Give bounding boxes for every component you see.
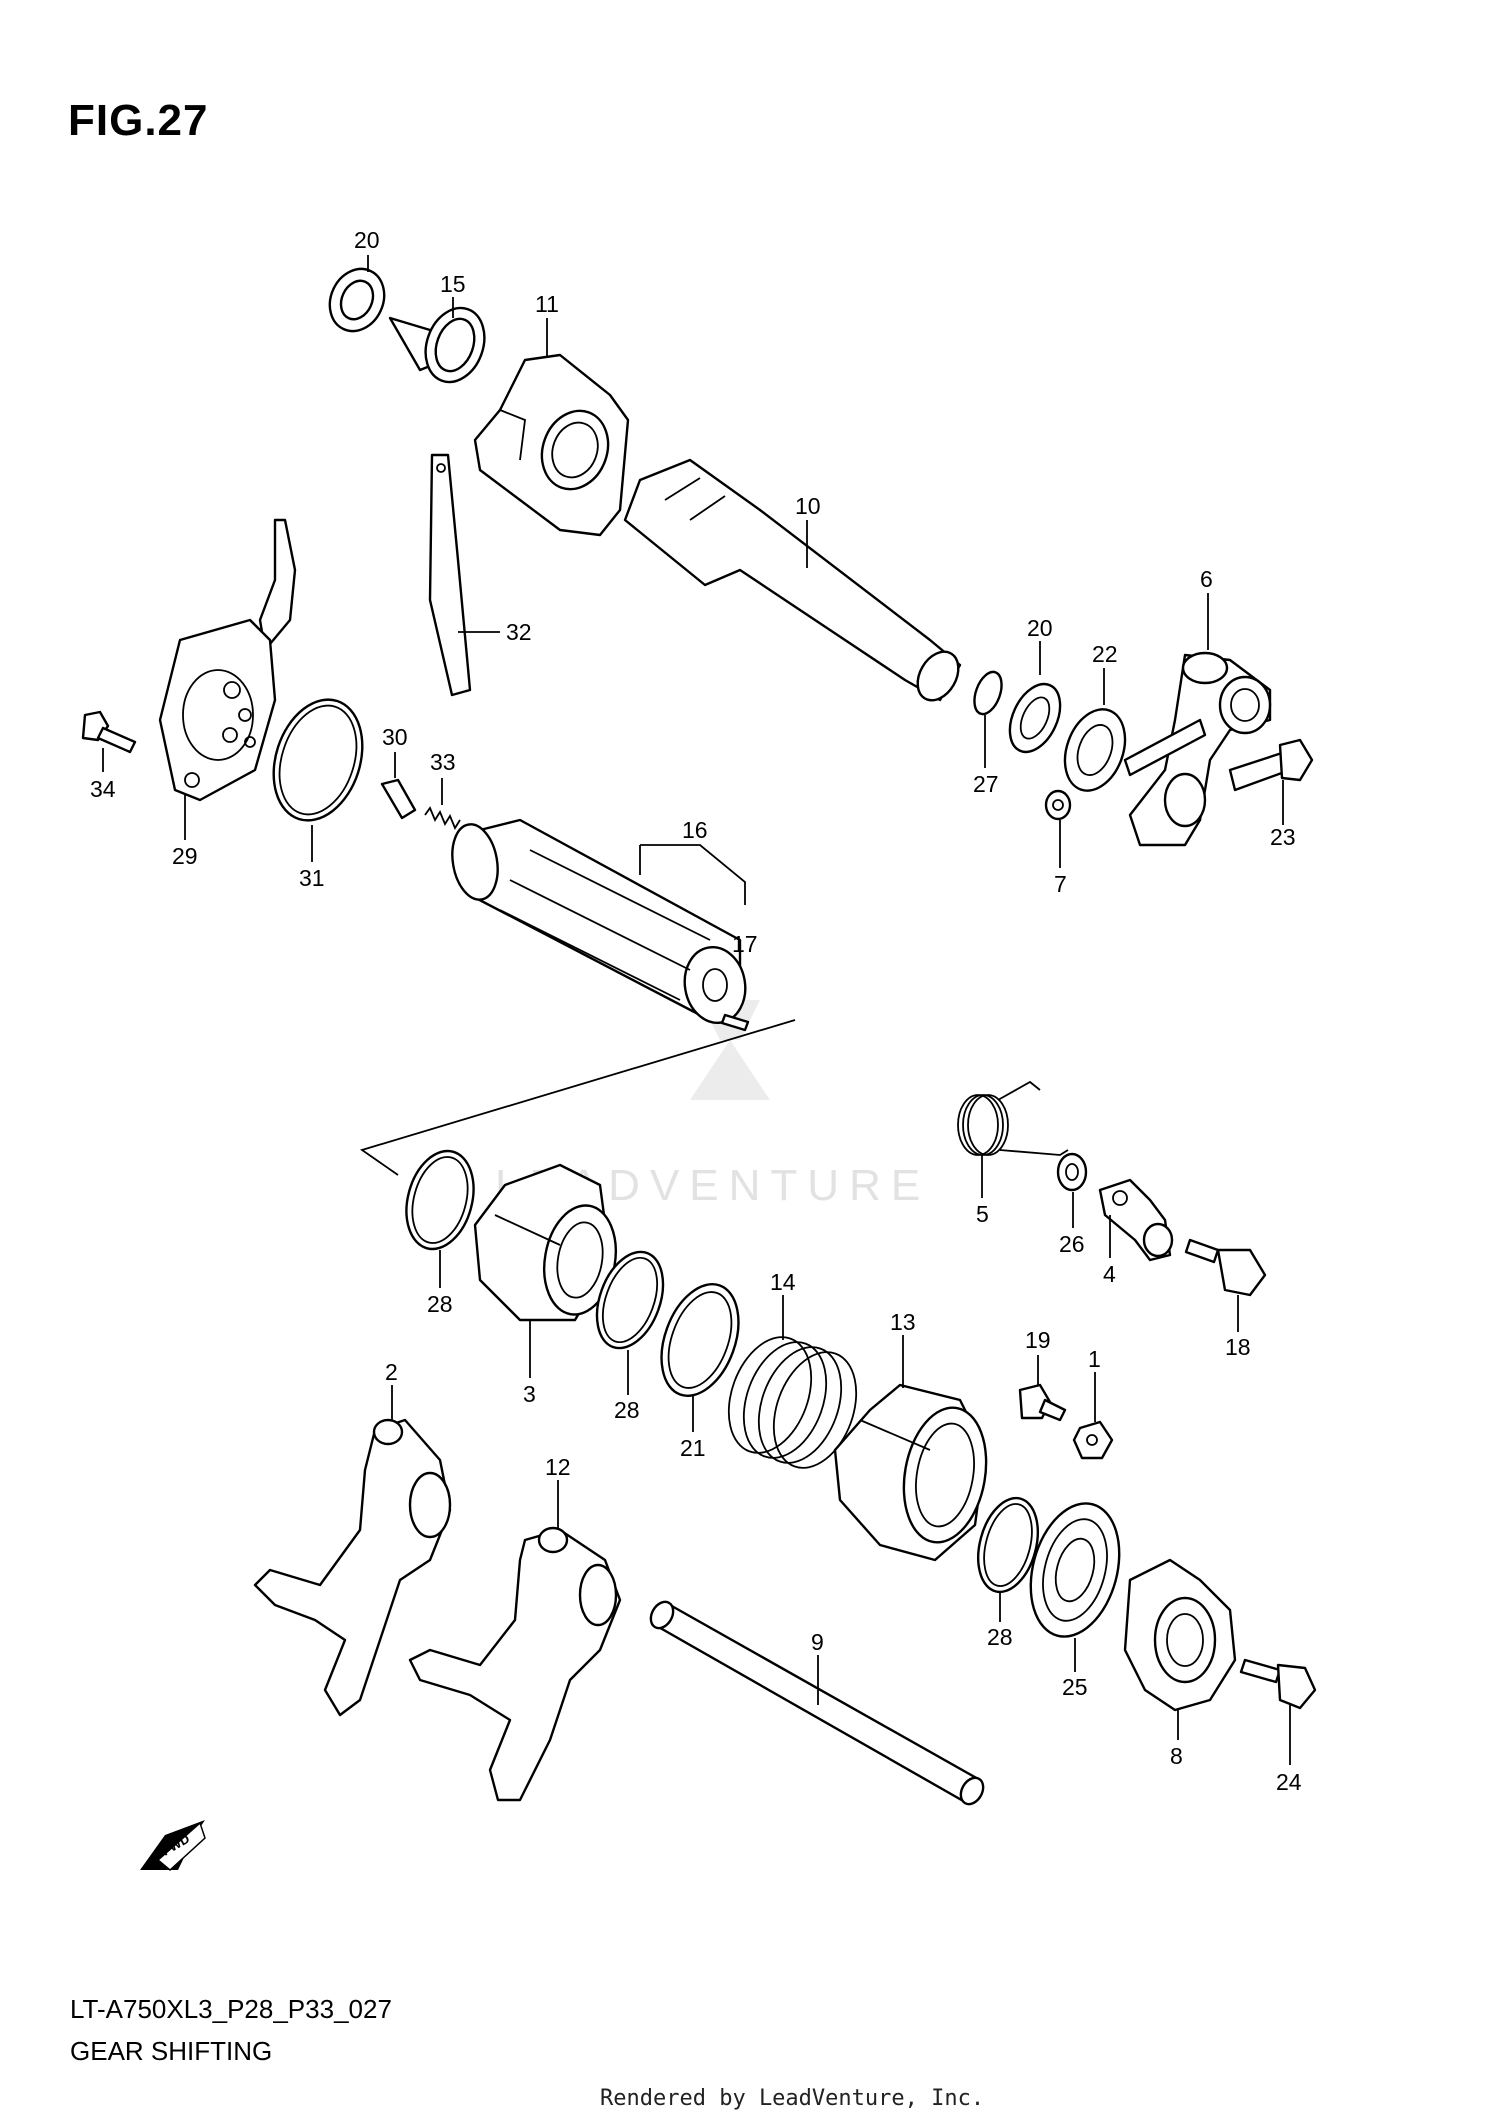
- part-18-bolt[interactable]: [1184, 1238, 1267, 1297]
- callout-labels: 20 15 11 10 32 6 20 22 27 7 23 34 29 31 …: [90, 227, 1302, 1795]
- part-33-spring[interactable]: [424, 806, 461, 830]
- part-32-clip[interactable]: [428, 453, 472, 697]
- callout-8: 8: [1170, 1743, 1183, 1769]
- part-10-gearshift-shaft[interactable]: [623, 458, 967, 708]
- part-21-washer[interactable]: [647, 1274, 752, 1407]
- callout-21: 21: [680, 1435, 706, 1461]
- rendered-by-credit: Rendered by LeadVenture, Inc.: [600, 2086, 985, 2111]
- fwd-arrow-icon: FWD: [140, 1820, 206, 1871]
- part-20-washer-upper[interactable]: [320, 260, 394, 340]
- callout-5: 5: [976, 1201, 989, 1227]
- callout-17: 17: [732, 931, 758, 957]
- callout-10: 10: [795, 493, 821, 519]
- callout-6: 6: [1200, 566, 1213, 592]
- part-19-screw[interactable]: [1018, 1383, 1067, 1422]
- part-26-washer[interactable]: [1056, 1152, 1088, 1192]
- callout-3: 3: [523, 1381, 536, 1407]
- part-13-cam-driven-gear[interactable]: [833, 1383, 996, 1562]
- callout-28-a: 28: [427, 1291, 453, 1317]
- leader-lines: [102, 255, 1291, 1765]
- callout-2: 2: [385, 1359, 398, 1385]
- callout-30: 30: [382, 724, 408, 750]
- part-17-pin[interactable]: [720, 1013, 750, 1032]
- callout-29: 29: [172, 843, 198, 869]
- callout-15: 15: [440, 271, 466, 297]
- callout-33: 33: [430, 749, 456, 775]
- callout-20-upper: 20: [354, 227, 380, 253]
- part-28-circlip-b[interactable]: [585, 1243, 676, 1357]
- part-12-gearshift-fork[interactable]: [408, 1526, 622, 1802]
- figure-title: FIG.27: [68, 96, 209, 145]
- part-7-nut[interactable]: [1044, 789, 1072, 821]
- callout-7: 7: [1054, 871, 1067, 897]
- part-6-cam-stopper[interactable]: [1123, 651, 1272, 847]
- part-27-circlip-upper[interactable]: [969, 668, 1007, 718]
- part-14-spring[interactable]: [714, 1326, 871, 1480]
- part-24-bolt[interactable]: [1239, 1658, 1317, 1710]
- part-5-cam-stopper-spring[interactable]: [957, 1080, 1069, 1156]
- part-34-bolt[interactable]: [81, 710, 137, 754]
- callout-23: 23: [1270, 824, 1296, 850]
- callout-25: 25: [1062, 1674, 1088, 1700]
- callout-12: 12: [545, 1454, 571, 1480]
- model-code: LT-A750XL3_P28_P33_027: [70, 1994, 392, 2024]
- callout-4: 4: [1103, 1261, 1116, 1287]
- part-15-return-spring[interactable]: [388, 300, 494, 391]
- part-11-gearshift-arm[interactable]: [473, 353, 630, 537]
- callout-27: 27: [973, 771, 999, 797]
- callout-9: 9: [811, 1629, 824, 1655]
- callout-22: 22: [1092, 641, 1118, 667]
- part-31-o-ring[interactable]: [259, 688, 377, 832]
- assembly-name: GEAR SHIFTING: [70, 2036, 273, 2066]
- part-20-washer-lower[interactable]: [1000, 676, 1070, 760]
- part-28-circlip-a[interactable]: [396, 1143, 484, 1256]
- callout-11: 11: [535, 291, 559, 317]
- callout-14: 14: [770, 1269, 796, 1295]
- callout-13: 13: [890, 1309, 916, 1335]
- part-16-gearshift-cam[interactable]: [447, 818, 751, 1028]
- part-2-gearshift-fork[interactable]: [253, 1418, 452, 1717]
- part-4-cam-stopper-plate[interactable]: [1098, 1178, 1174, 1262]
- callout-28-c: 28: [987, 1624, 1013, 1650]
- part-29-gear-position-switch[interactable]: [158, 518, 297, 802]
- callout-1: 1: [1088, 1346, 1101, 1372]
- part-30-stopper-pin[interactable]: [380, 778, 417, 820]
- callout-32: 32: [506, 619, 532, 645]
- callout-19: 19: [1025, 1327, 1051, 1353]
- callout-24: 24: [1276, 1769, 1302, 1795]
- part-25-bearing[interactable]: [1017, 1493, 1133, 1646]
- part-8-cam-plate-gear[interactable]: [1123, 1558, 1237, 1712]
- callout-16: 16: [682, 817, 708, 843]
- callout-28-b: 28: [614, 1397, 640, 1423]
- part-28-circlip-c[interactable]: [969, 1491, 1048, 1598]
- part-22-oil-seal[interactable]: [1054, 701, 1135, 799]
- part-23-bolt[interactable]: [1228, 738, 1314, 792]
- part-1-nut[interactable]: [1072, 1420, 1114, 1460]
- callout-31: 31: [299, 865, 325, 891]
- callout-34: 34: [90, 776, 116, 802]
- callout-26: 26: [1059, 1231, 1085, 1257]
- callout-18: 18: [1225, 1334, 1251, 1360]
- callout-20-lower: 20: [1027, 615, 1053, 641]
